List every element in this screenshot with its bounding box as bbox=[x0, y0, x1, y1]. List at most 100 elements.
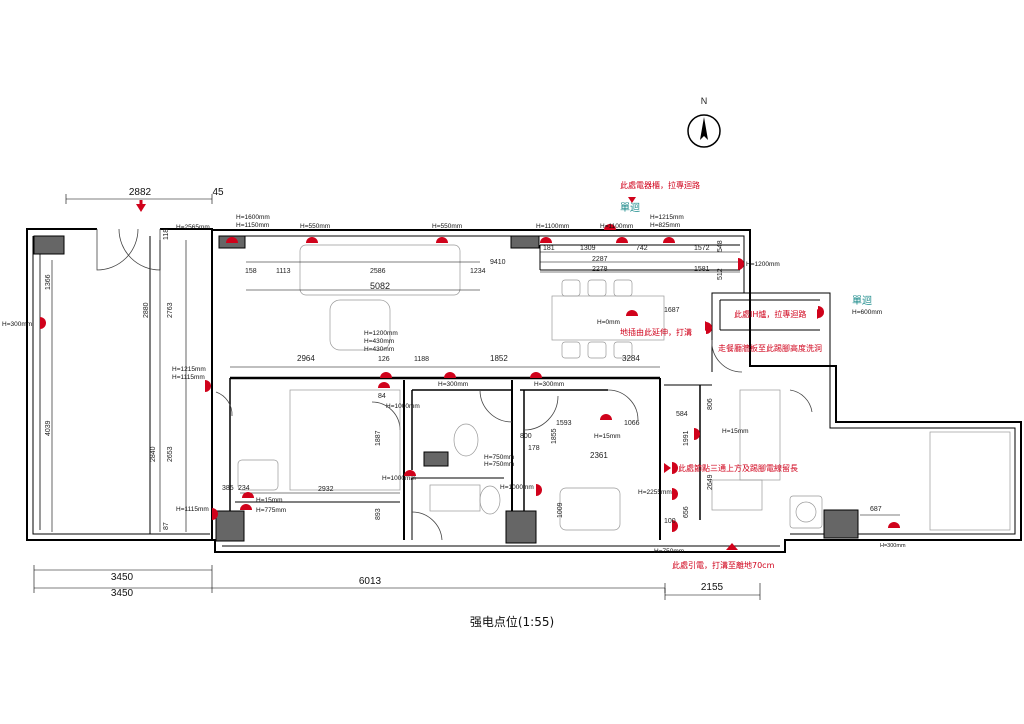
height-label: H=1100mm bbox=[536, 223, 569, 230]
dim-label: 2155 bbox=[701, 582, 724, 593]
height-label: H=1600mm bbox=[236, 214, 270, 221]
height-labels: H=2565mm H=1600mm H=1150mm H=550mm H=550… bbox=[2, 214, 906, 555]
socket-point bbox=[378, 382, 390, 388]
dim-label: 45 bbox=[212, 187, 224, 198]
socket-point bbox=[672, 462, 678, 474]
dimension-lines bbox=[33, 194, 900, 600]
note-dedicated-circuit-left: 單迴 bbox=[620, 201, 640, 214]
height-label: H=750mm bbox=[484, 461, 514, 468]
dim-label: 9410 bbox=[490, 259, 506, 266]
dim-label: 2964 bbox=[297, 354, 315, 363]
dim-label: 1593 bbox=[556, 420, 572, 427]
dim-label: 126 bbox=[378, 356, 390, 363]
height-label: H=1000mm bbox=[386, 403, 420, 410]
socket-point bbox=[672, 520, 678, 532]
dim-label: 800 bbox=[520, 433, 532, 440]
height-label: H=750mm bbox=[484, 454, 514, 461]
height-label: H=550mm bbox=[432, 223, 462, 230]
dimension-labels: 2882 45 118 1366 2880 2763 4039 2840 265… bbox=[45, 187, 882, 599]
height-label: H=300mm bbox=[880, 543, 906, 549]
dim-label: 181 bbox=[543, 245, 555, 252]
electric-panel-marker bbox=[136, 197, 636, 212]
socket-point bbox=[600, 414, 612, 420]
socket-point bbox=[530, 372, 542, 378]
height-label: H=1215mm bbox=[650, 214, 684, 221]
dim-label: 2649 bbox=[707, 474, 714, 490]
dim-label: 2880 bbox=[143, 302, 150, 318]
dim-label: 548 bbox=[717, 240, 724, 252]
dim-label: 2287 bbox=[592, 256, 608, 263]
socket-point bbox=[540, 237, 552, 243]
dim-label: 87 bbox=[163, 522, 170, 530]
socket-point bbox=[626, 310, 638, 316]
height-label: H=1100mm bbox=[600, 223, 633, 230]
height-label: H=2565mm bbox=[176, 224, 210, 231]
socket-point bbox=[40, 317, 46, 329]
socket-point bbox=[205, 380, 211, 392]
height-label: H=775mm bbox=[256, 507, 286, 514]
note-junction: 此處節點三通上方及踢腳電線留長 bbox=[678, 463, 798, 473]
height-label: H=1200mm bbox=[746, 261, 780, 268]
dim-label: 656 bbox=[683, 506, 690, 518]
note-power-feed: 此處引電，打溝至離地70cm bbox=[672, 560, 775, 570]
dim-label: 2840 bbox=[150, 446, 157, 462]
note-electric-panel: 此處電器櫃，拉專迴路 bbox=[620, 180, 700, 190]
dim-label: 100 bbox=[664, 518, 676, 525]
note-dedicated-circuit-right: 單迴 bbox=[852, 294, 872, 307]
dim-label: 1991 bbox=[683, 430, 690, 446]
height-label: H=750mm bbox=[654, 548, 684, 555]
dim-label: 158 bbox=[245, 268, 257, 275]
dim-label: 806 bbox=[707, 398, 714, 410]
dim-label: 1852 bbox=[490, 354, 508, 363]
dim-label: 1113 bbox=[276, 268, 291, 275]
dim-label: 1855 bbox=[551, 428, 558, 444]
socket-point bbox=[694, 428, 700, 440]
dim-label: 6013 bbox=[359, 576, 382, 587]
dim-label: 687 bbox=[870, 506, 882, 513]
dim-label: 2361 bbox=[590, 451, 608, 460]
height-label: H=300mm bbox=[438, 381, 468, 388]
height-label: H=15mm bbox=[594, 433, 621, 440]
north-arrow: N bbox=[687, 96, 721, 148]
socket-point bbox=[444, 372, 456, 378]
dim-label: 3450 bbox=[111, 572, 134, 583]
note-wash-basin: 走餐廳牆板至此踢腳高度洗洞 bbox=[718, 343, 822, 353]
height-label: H=300mm bbox=[534, 381, 564, 388]
height-label: H=600mm bbox=[852, 309, 882, 316]
furniture bbox=[237, 244, 1011, 531]
socket-point bbox=[536, 484, 542, 496]
height-label: H=15mm bbox=[722, 428, 749, 435]
dim-label: 1066 bbox=[624, 420, 640, 427]
dim-label: 1009 bbox=[557, 502, 564, 518]
socket-point bbox=[306, 237, 318, 243]
dim-label: 5082 bbox=[370, 281, 390, 291]
dim-label: 2586 bbox=[370, 268, 386, 275]
dim-label: 1687 bbox=[664, 307, 680, 314]
dim-label: 3450 bbox=[111, 588, 134, 599]
dim-label: 4039 bbox=[45, 420, 52, 436]
dim-label: 178 bbox=[528, 445, 540, 452]
socket-point bbox=[738, 258, 744, 270]
height-label: H=300mm bbox=[2, 321, 32, 328]
outer-walls bbox=[26, 228, 1022, 553]
socket-point bbox=[604, 224, 616, 230]
height-label: H=1200mm bbox=[364, 330, 398, 337]
dim-label: 2763 bbox=[167, 302, 174, 318]
socket-point bbox=[404, 470, 416, 476]
socket-point bbox=[672, 488, 678, 500]
plan-title: 强电点位(1:55) bbox=[470, 614, 554, 629]
height-label: H=15mm bbox=[256, 497, 283, 504]
dim-label: 234 bbox=[238, 485, 250, 492]
socket-point bbox=[240, 504, 252, 510]
dim-label: 742 bbox=[636, 245, 648, 252]
height-label: H=430mm bbox=[364, 346, 394, 353]
dim-label: 512 bbox=[717, 268, 724, 280]
dim-label: 385 bbox=[222, 485, 234, 492]
dim-label: 1188 bbox=[414, 356, 429, 363]
height-label: H=550mm bbox=[300, 223, 330, 230]
socket-point bbox=[616, 237, 628, 243]
height-label: H=1115mm bbox=[176, 506, 209, 513]
socket-markers bbox=[40, 224, 900, 550]
dim-label: 584 bbox=[676, 411, 688, 418]
